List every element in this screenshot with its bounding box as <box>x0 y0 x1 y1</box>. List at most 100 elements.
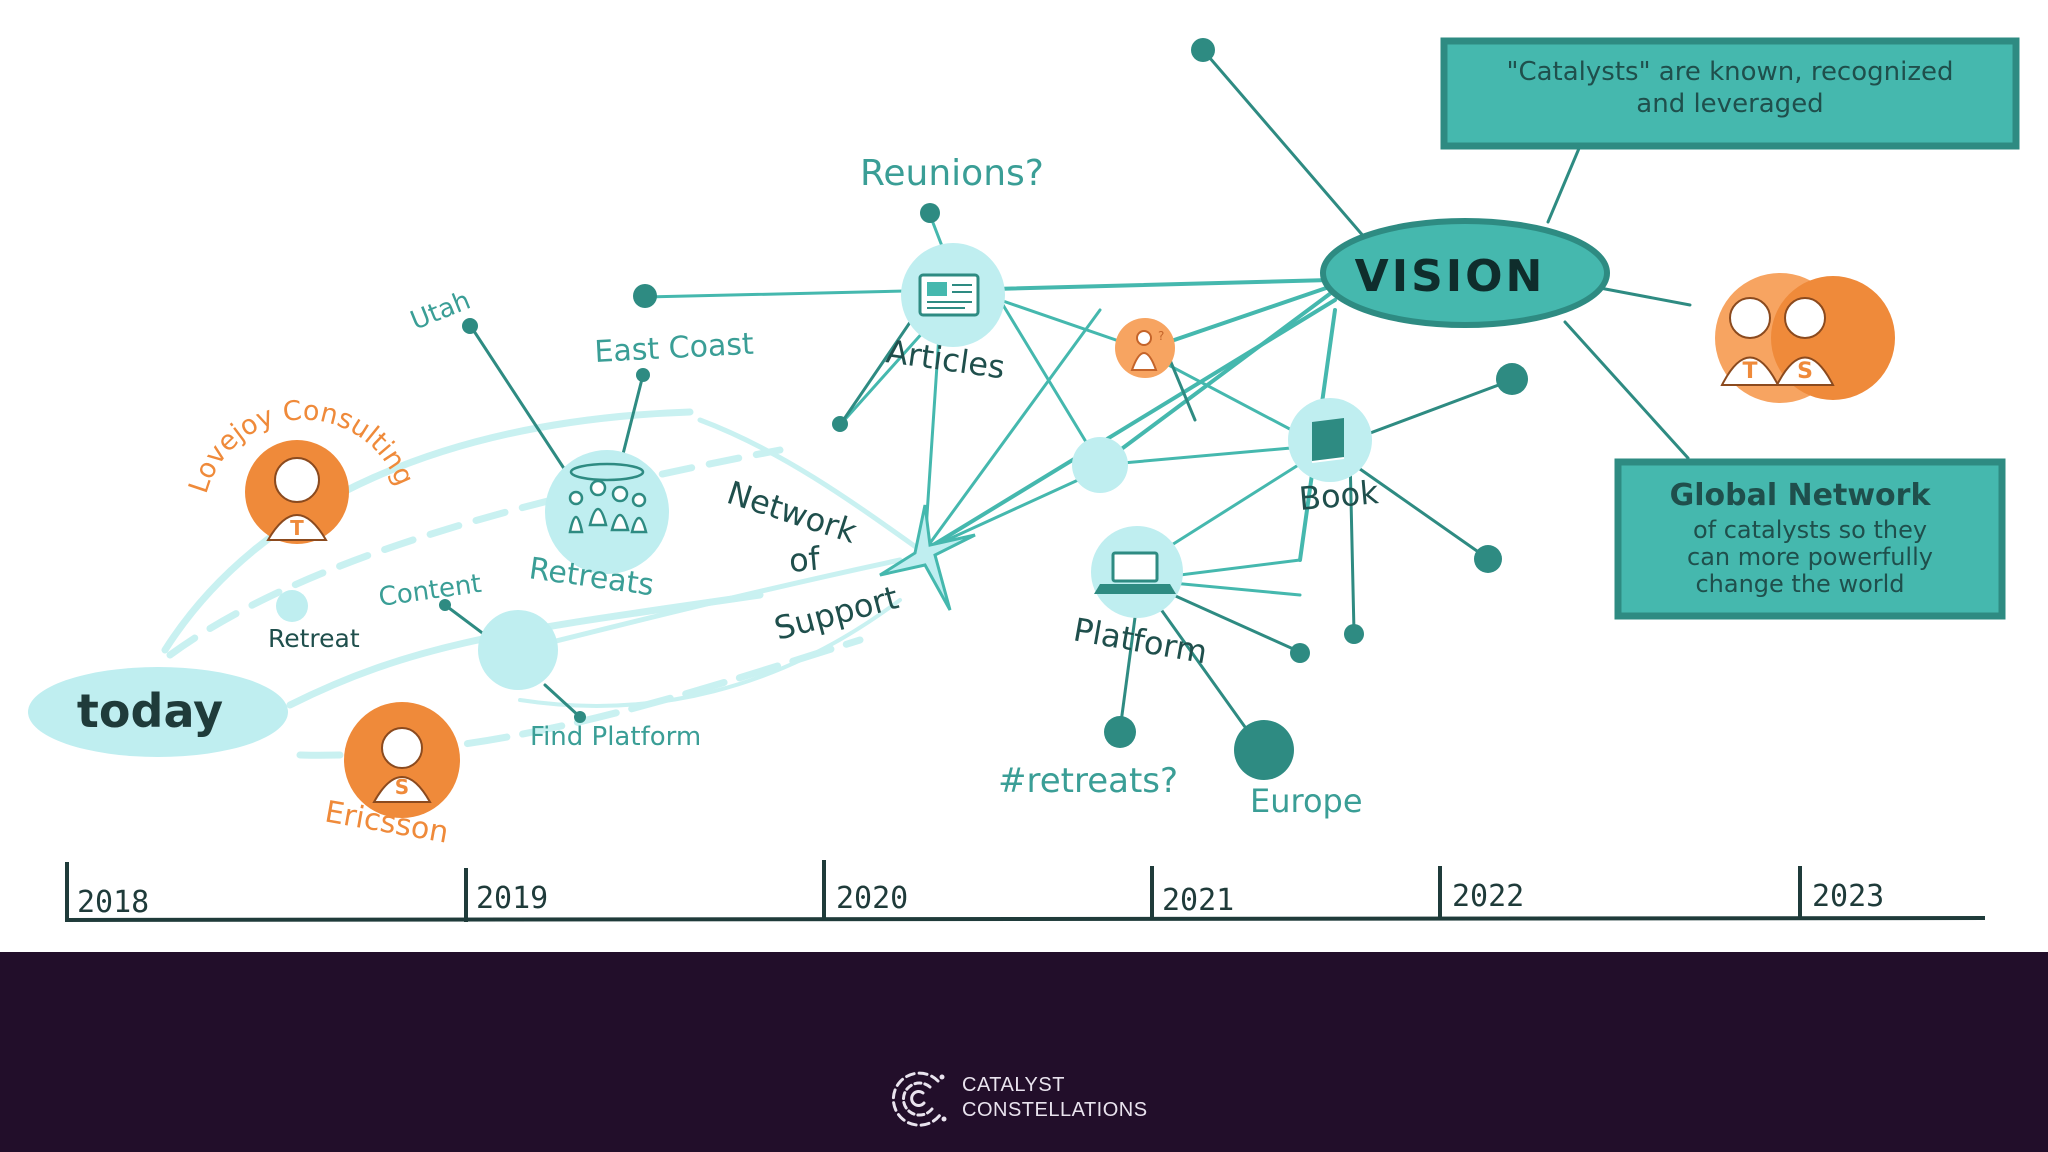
footer-bar <box>0 952 2048 1152</box>
europe-label: Europe <box>1250 782 1363 820</box>
content-dot <box>439 599 451 611</box>
year-2023: 2023 <box>1812 879 1884 914</box>
person-node: ? <box>1115 318 1175 378</box>
connector <box>953 278 1332 292</box>
ericsson-badge-letter: S <box>395 775 409 799</box>
year-2020: 2020 <box>836 881 908 916</box>
flow-line <box>518 598 902 708</box>
star-shape <box>879 504 976 611</box>
flow-line <box>166 446 784 659</box>
spoke <box>838 313 917 427</box>
dot-node <box>633 284 657 308</box>
dot-node <box>1191 38 1215 62</box>
dot-node <box>1496 363 1528 395</box>
content-label: Content <box>377 569 484 613</box>
spoke <box>1563 320 1690 460</box>
connector <box>923 308 1102 552</box>
book-label: Book <box>1297 473 1380 518</box>
catalysts-line-1: "Catalysts" are known, recognized <box>1507 57 1954 87</box>
spoke <box>1201 48 1367 240</box>
connector <box>1143 283 1337 352</box>
brand-text: CATALYST CONSTELLATIONS <box>962 1073 1148 1123</box>
brand-logo[interactable]: CATALYST CONSTELLATIONS <box>890 1066 1148 1130</box>
ericsson-badge: S <box>344 702 460 818</box>
year-2018: 2018 <box>77 885 149 920</box>
retreats-hashtag-dot <box>1104 716 1136 748</box>
team-letter-t: T <box>1742 359 1757 384</box>
east-coast-dot <box>636 368 650 382</box>
timeline: 2018 2019 2020 2021 2022 2023 <box>64 860 1986 922</box>
retreats-hashtag-label: #retreats? <box>998 761 1178 801</box>
laptop-icon <box>1094 551 1176 594</box>
spoke <box>1546 144 1582 224</box>
network-label-2: of <box>787 539 822 580</box>
catalysts-callout <box>1440 37 2020 150</box>
network-star <box>879 504 976 611</box>
team-letter-s: S <box>1797 359 1813 384</box>
spoke <box>468 323 567 472</box>
vision-oval <box>1320 218 1610 328</box>
global-network-line-3: change the world <box>1695 570 1904 598</box>
dot-nodes <box>439 38 1528 780</box>
east-coast-label: East Coast <box>594 327 755 370</box>
find-platform-label: Find Platform <box>530 722 701 752</box>
articles-label: Articles <box>884 332 1007 386</box>
team-badge: T S <box>1715 273 1895 403</box>
spoke <box>1348 453 1356 634</box>
content-halo <box>478 610 558 690</box>
lovejoy-badge: T <box>245 440 349 544</box>
year-2019: 2019 <box>476 881 548 916</box>
lovejoy-badge-letter: T <box>290 516 304 540</box>
connector <box>838 328 927 427</box>
dot-node <box>832 416 848 432</box>
platform-label: Platform <box>1071 610 1211 671</box>
hub-node <box>1072 437 1128 493</box>
europe-dot <box>1234 720 1294 780</box>
network-label-1: Network <box>723 473 862 551</box>
roadmap-diagram: ? today T Lovejoy Consulting S Ericsson … <box>28 37 2020 922</box>
connector <box>1098 443 1327 467</box>
global-network-line-1: of catalysts so they <box>1693 516 1927 544</box>
timeline-axis <box>64 916 1986 922</box>
spoke <box>543 683 582 719</box>
connector <box>1098 288 1337 467</box>
global-network-callout <box>1614 458 2006 620</box>
dot-node <box>1290 643 1310 663</box>
dot-node <box>1344 624 1364 644</box>
vision-label: VISION <box>1355 251 1546 302</box>
flow-line <box>517 557 903 653</box>
network-label-3: Support <box>770 578 902 647</box>
reunions-dot <box>920 203 940 223</box>
retreat-node <box>276 590 308 622</box>
global-network-title: Global Network <box>1670 478 1932 513</box>
spoke <box>620 373 645 460</box>
retreats-people-icon <box>568 462 648 534</box>
spoke-lines <box>443 48 1692 750</box>
reunions-label: Reunions? <box>860 153 1044 194</box>
brand-line-1: CATALYST <box>962 1074 1065 1096</box>
connector <box>923 318 942 547</box>
connector <box>923 468 1102 552</box>
catalysts-line-2: and leveraged <box>1636 89 1823 119</box>
year-2021: 2021 <box>1162 883 1234 918</box>
flow-line <box>161 408 694 654</box>
find-platform-dot <box>574 711 586 723</box>
connector <box>998 298 1102 467</box>
spoke <box>1598 286 1692 307</box>
flow-line <box>697 417 923 553</box>
book-icon <box>1311 418 1345 463</box>
today-label: today <box>77 684 223 738</box>
connector <box>643 288 952 299</box>
brand-line-2: CONSTELLATIONS <box>962 1099 1148 1121</box>
today-blob <box>28 667 288 757</box>
articles-icon <box>918 273 980 317</box>
constellation-icon <box>891 1071 947 1127</box>
retreat-label: Retreat <box>268 624 360 653</box>
svg-text:?: ? <box>1158 329 1164 343</box>
utah-dot <box>462 318 478 334</box>
dot-node <box>1474 545 1502 573</box>
spoke <box>443 603 487 637</box>
spoke <box>1168 358 1197 422</box>
global-network-line-2: can more powerfully <box>1687 543 1933 571</box>
roadmap-canvas: ? today T Lovejoy Consulting S Ericsson … <box>28 37 2020 922</box>
